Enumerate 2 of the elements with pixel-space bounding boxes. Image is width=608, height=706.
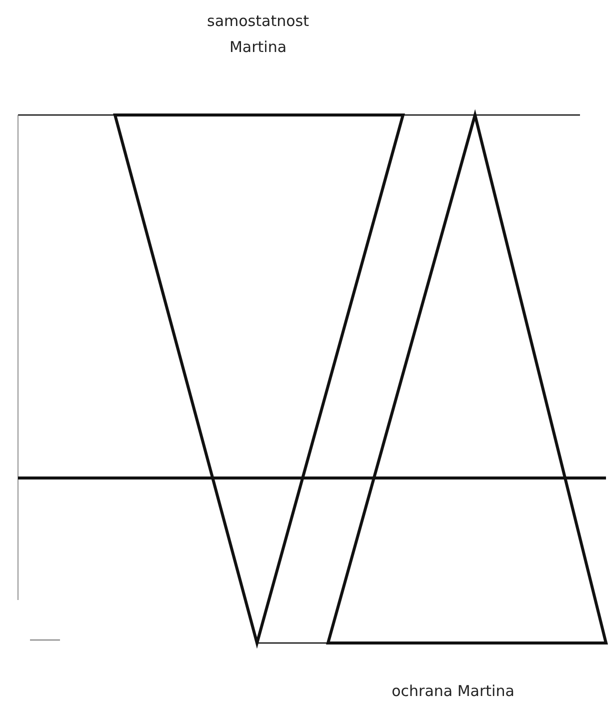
axis-label: samostatnost Martina	[206, 11, 310, 58]
axis-label: ochrana Martina	[390, 681, 516, 702]
